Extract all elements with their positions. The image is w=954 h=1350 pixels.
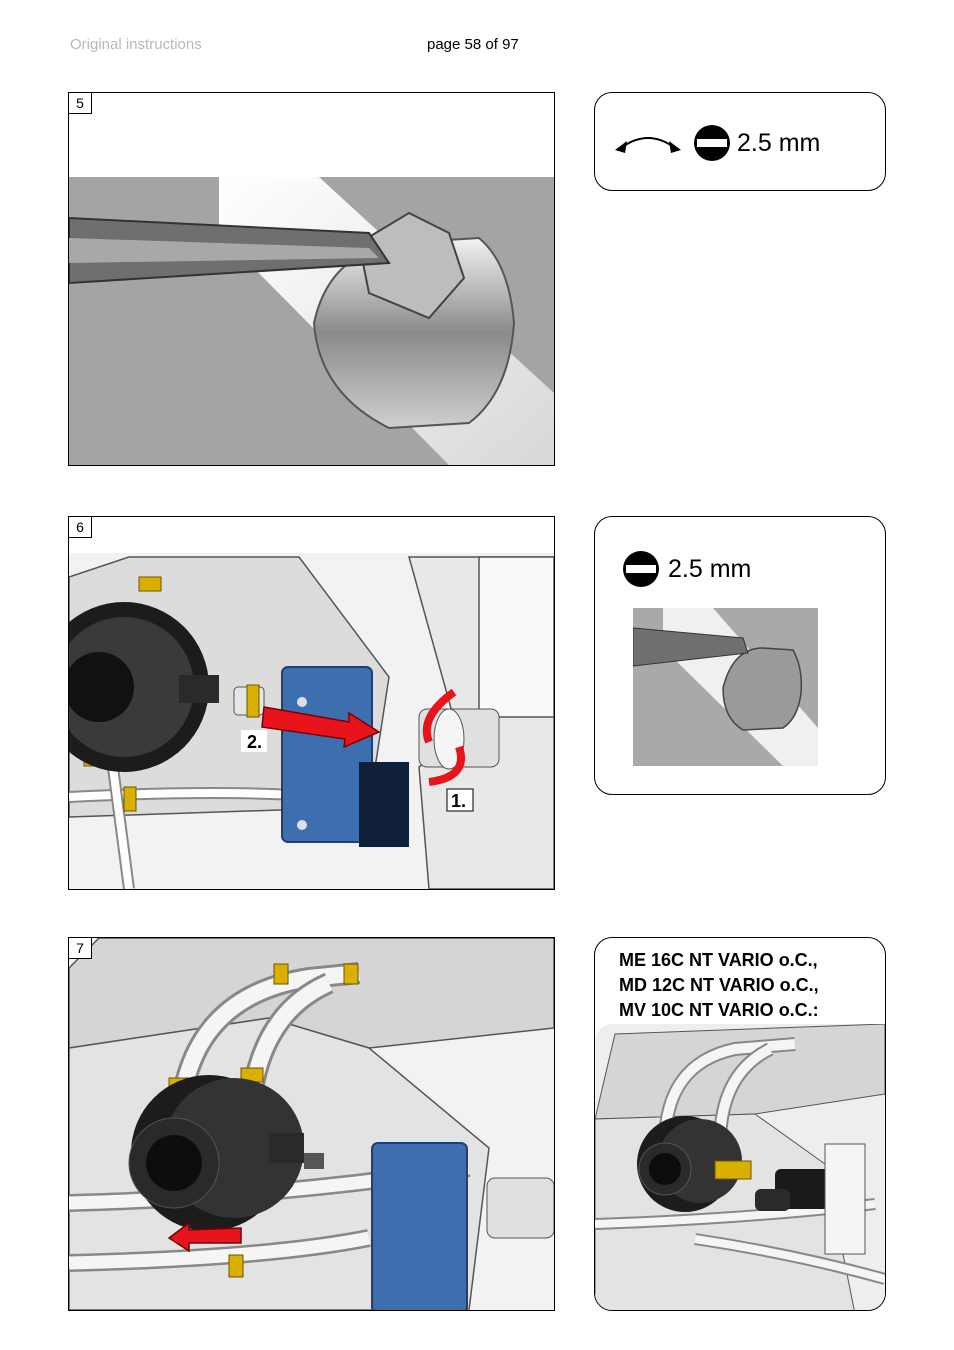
step-5-photo: [69, 177, 554, 465]
tool-info-box-2: 2.5 mm: [594, 516, 886, 795]
step-7-illustration: [69, 938, 554, 1310]
model-variant-illustration: [595, 1024, 885, 1310]
step-number: 5: [69, 93, 92, 114]
model-line: ME 16C NT VARIO o.C.,: [619, 950, 818, 970]
clamp-thumbnail-photo: [633, 608, 818, 766]
rotate-arrow-icon: [615, 137, 681, 153]
red-pull-arrow: [167, 1221, 242, 1253]
step-label-1: 1.: [451, 791, 466, 811]
step-label-2: 2.: [247, 732, 262, 752]
step-6-illustration: 2. 1.: [69, 553, 554, 889]
red-pull-arrow: [261, 706, 381, 749]
tool-info-box-1: 2.5 mm: [594, 92, 886, 191]
step-7-panel: 7: [68, 937, 555, 1311]
model-line: MD 12C NT VARIO o.C.,: [619, 975, 819, 995]
header-left-text: Original instructions: [70, 36, 202, 53]
step-6-panel: 6 2. 1.: [68, 516, 555, 890]
blue-bracket: [281, 666, 373, 843]
flat-screwdriver-icon: [623, 551, 659, 587]
flat-screwdriver-icon: [694, 125, 730, 161]
model-line: MV 10C NT VARIO o.C.:: [619, 1000, 819, 1020]
blue-bracket: [371, 1142, 468, 1310]
step-number: 6: [69, 517, 92, 538]
page-indicator: page 58 of 97: [427, 36, 519, 53]
screwdriver-size: 2.5 mm: [737, 129, 821, 157]
model-list: ME 16C NT VARIO o.C., MD 12C NT VARIO o.…: [619, 948, 819, 1023]
step-number: 7: [69, 938, 92, 959]
model-info-box: ME 16C NT VARIO o.C., MD 12C NT VARIO o.…: [594, 937, 886, 1311]
step-5-panel: 5: [68, 92, 555, 466]
screwdriver-size: 2.5 mm: [668, 555, 752, 583]
